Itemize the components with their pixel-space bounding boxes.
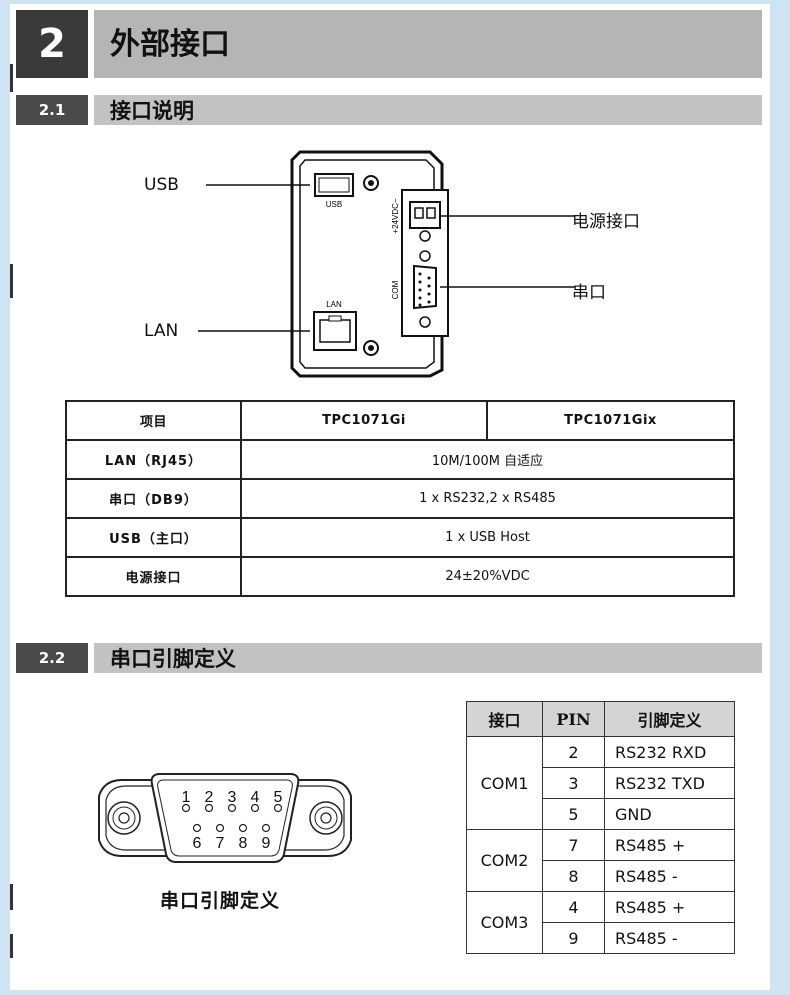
- section-title-bar: [94, 95, 762, 125]
- pin-cell: 7: [542, 829, 605, 861]
- port-cell: COM3: [466, 891, 543, 954]
- spec-value: 24±20%VDC: [240, 556, 735, 597]
- port-cell: COM2: [466, 829, 543, 892]
- table-header-cell: 接口: [466, 701, 543, 737]
- manual-page: 2 外部接口 2.1 接口说明 USB LAN +24VDC−: [10, 4, 770, 990]
- pin-number: 8: [239, 835, 248, 852]
- power-port-label: +24VDC−: [391, 198, 400, 233]
- pin-definition-table: 接口 PIN 引脚定义 COM1 2 RS232 RXD 3 RS232 TXD…: [466, 701, 735, 954]
- spec-item: 串口（DB9）: [65, 478, 242, 519]
- pin-cell: 2: [542, 736, 605, 768]
- db9-port-icon: [413, 264, 437, 310]
- section-title: 接口说明: [110, 99, 194, 123]
- pin-number: 2: [205, 789, 214, 806]
- table-header-cell: PIN: [542, 701, 605, 737]
- pin-number: 5: [274, 789, 283, 806]
- spec-item: 电源接口: [65, 556, 242, 597]
- lan-callout-label: LAN: [144, 321, 179, 341]
- table-header-row: 接口 PIN 引脚定义: [466, 701, 735, 737]
- usb-callout-label: USB: [144, 175, 179, 195]
- definition-cell: RS485 -: [604, 860, 735, 892]
- pin-cell: 9: [542, 922, 605, 954]
- definition-cell: RS232 RXD: [604, 736, 735, 768]
- device-bezel-inner: [299, 159, 435, 369]
- pin-cell: 5: [542, 798, 605, 830]
- power-callout-label: 电源接口: [572, 212, 640, 232]
- table-row: COM2 7 RS485 +: [466, 829, 735, 892]
- interface-spec-table: 项目 TPC1071Gi TPC1071Gix LAN（RJ45） 10M/10…: [65, 400, 735, 597]
- table-row: 串口（DB9） 1 x RS232,2 x RS485: [65, 478, 735, 519]
- definition-cell: RS485 -: [604, 922, 735, 954]
- spec-value: 1 x RS232,2 x RS485: [240, 478, 735, 519]
- pin-cell: 3: [542, 767, 605, 799]
- chapter-title-bar: [94, 10, 762, 78]
- definition-cell: GND: [604, 798, 735, 830]
- usb-port-label: USB: [326, 200, 342, 209]
- lan-port-label: LAN: [326, 300, 342, 309]
- spec-item: LAN（RJ45）: [65, 439, 242, 480]
- table-row: 3 RS232 TXD: [467, 767, 735, 799]
- section-title-bar: [94, 643, 762, 673]
- db9-connector-diagram: 1 2 3 4 5 6 7 8 9: [98, 773, 352, 863]
- table-row: 电源接口 24±20%VDC: [65, 556, 735, 597]
- screw-icon: [107, 801, 141, 835]
- table-row: 5 GND: [467, 798, 735, 830]
- table-header-cell: TPC1071Gi: [240, 400, 488, 441]
- pin-number: 4: [251, 789, 260, 806]
- table-row: 9 RS485 -: [467, 922, 735, 954]
- table-row: USB（主口） 1 x USB Host: [65, 517, 735, 558]
- page-edge-marks: [10, 4, 14, 990]
- table-row: LAN（RJ45） 10M/100M 自适应: [65, 439, 735, 480]
- serial-callout-label: 串口: [572, 283, 606, 303]
- section-number: 2.2: [16, 643, 88, 673]
- port-cell: COM1: [466, 736, 543, 830]
- pin-number: 9: [262, 835, 271, 852]
- spec-value: 1 x USB Host: [240, 517, 735, 558]
- table-header-cell: 引脚定义: [604, 701, 735, 737]
- section-number: 2.1: [16, 95, 88, 125]
- pin-cell: 8: [542, 860, 605, 892]
- table-header-cell: TPC1071Gix: [486, 400, 735, 441]
- pin-number: 6: [193, 835, 202, 852]
- table-row: COM3 4 RS485 +: [466, 891, 735, 954]
- definition-cell: RS485 +: [604, 829, 735, 861]
- db9-pins: [181, 803, 283, 833]
- spec-item: USB（主口）: [65, 517, 242, 558]
- definition-cell: RS485 +: [604, 891, 735, 923]
- table-header-cell: 项目: [65, 400, 242, 441]
- pin-number: 1: [182, 789, 191, 806]
- table-header-row: 项目 TPC1071Gi TPC1071Gix: [65, 400, 735, 441]
- device-rear-diagram: USB LAN +24VDC− COM: [198, 150, 575, 378]
- db9-caption: 串口引脚定义: [160, 890, 281, 912]
- com-port-label: COM: [391, 280, 400, 299]
- definition-cell: RS232 TXD: [604, 767, 735, 799]
- chapter-title: 外部接口: [110, 27, 230, 62]
- pin-cell: 4: [542, 891, 605, 923]
- spec-value: 10M/100M 自适应: [240, 439, 735, 480]
- pin-number: 3: [228, 789, 237, 806]
- chapter-number: 2: [16, 10, 88, 78]
- screw-icon: [309, 801, 343, 835]
- section-title: 串口引脚定义: [110, 647, 236, 671]
- pin-number: 7: [216, 835, 225, 852]
- table-row: COM1 2 RS232 RXD: [466, 736, 735, 830]
- usb-port-icon: [314, 173, 354, 197]
